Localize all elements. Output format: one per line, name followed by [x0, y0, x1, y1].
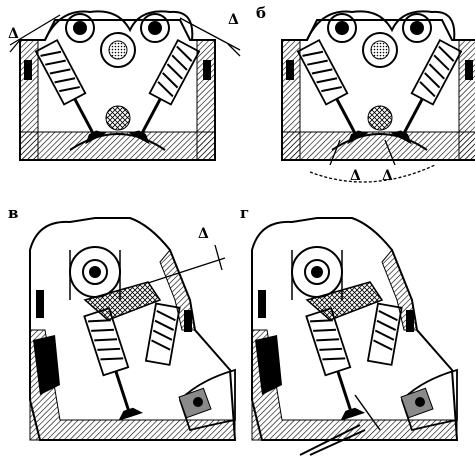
panel-g-rocker-head: г: [240, 204, 459, 456]
gap-arc: [309, 164, 436, 183]
panel-b-letter: б: [256, 4, 266, 22]
gap-mark: Δ: [198, 226, 209, 242]
gap-mark-right: Δ: [382, 168, 393, 184]
gap-mark-left: Δ: [8, 26, 19, 42]
gap-mark-left: Δ: [350, 168, 361, 184]
panel-g-letter: г: [240, 204, 249, 222]
panel-b-twin-cam-head: б Δ Δ: [256, 4, 475, 184]
gap-line-left: [9, 14, 61, 46]
panel-v-rocker-head: в Δ: [8, 204, 237, 442]
gap-mark-right: Δ: [228, 12, 239, 28]
adjustment-tool: [299, 424, 366, 456]
panel-v-letter: в: [8, 204, 18, 222]
panel-a-twin-cam-head: Δ Δ: [8, 9, 241, 162]
gap-leader-line: [147, 257, 226, 284]
gap-line-right: [179, 17, 241, 51]
